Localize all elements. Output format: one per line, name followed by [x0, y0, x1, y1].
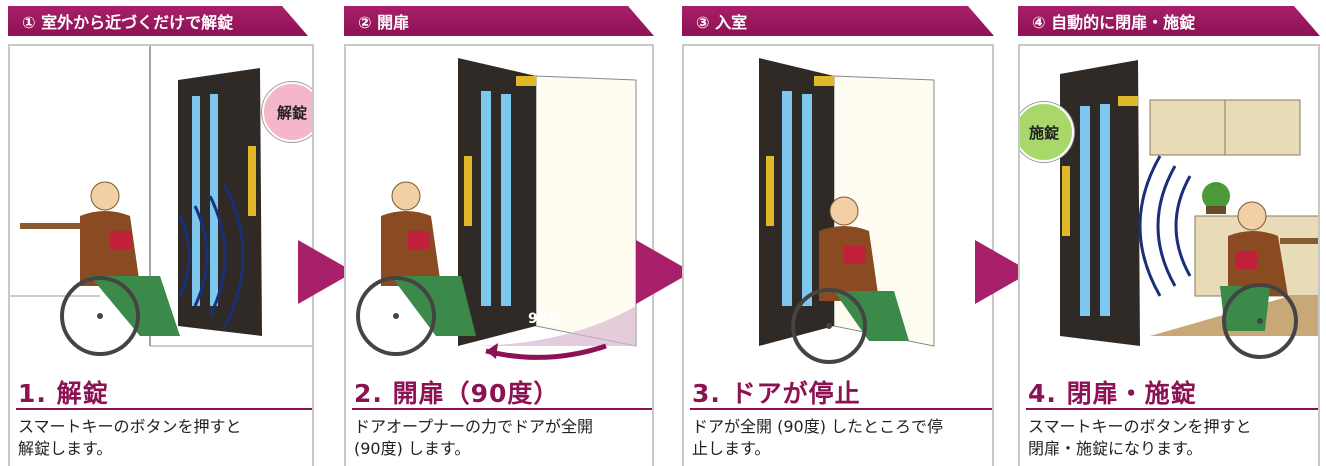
front-door [759, 58, 834, 346]
door-swing-arrow-icon [485, 343, 607, 360]
wheelchair-user [356, 181, 476, 356]
step-1-divider [16, 408, 312, 410]
front-door [458, 58, 536, 346]
wheelchair-user [1220, 201, 1318, 359]
wheelchair-user [791, 196, 909, 364]
step-4-desc-line-2: 閉扉・施錠になります。 [1028, 439, 1203, 458]
step-2-illustration [356, 58, 637, 360]
bonsai-icon [1202, 182, 1230, 214]
step-3-banner: ③ 入室 [682, 6, 994, 36]
step-1-banner: ① 室外から近づくだけで解錠 [8, 6, 308, 36]
step-2-banner-text: ② 開扉 [358, 13, 410, 32]
step-3-description: ドアが全開 (90度) したところで停 止します。 [692, 416, 982, 460]
door-swing-arc [466, 306, 636, 346]
door-angle-label: 90度 [528, 311, 562, 327]
step-2-desc-line-1: ドアオープナーの力でドアが全開 [354, 417, 594, 436]
step-3-divider [690, 408, 992, 410]
step-4-title: 4. 閉扉・施錠 [1028, 379, 1197, 408]
step-1-desc-line-1: スマートキーのボタンを押すと [18, 417, 242, 436]
step-3-panel: 3. ドアが停止 ドアが全開 (90度) したところで停 止します。 [682, 44, 994, 466]
step-4-banner-text: ④ 自動的に閉扉・施錠 [1032, 13, 1196, 32]
step-3-illustration [759, 58, 935, 364]
lock-bubble: 施錠 [1020, 102, 1074, 162]
signal-waves-icon [1138, 155, 1192, 297]
step-3-desc-line-1: ドアが全開 (90度) したところで停 [692, 417, 944, 436]
step-3-desc-line-2: 止します。 [692, 439, 771, 458]
front-door [178, 68, 262, 336]
unlock-bubble-text: 解錠 [276, 103, 307, 122]
step-4-desc-line-1: スマートキーのボタンを押すと [1028, 417, 1252, 436]
step-4-panel: 施錠 4. 閉扉・施錠 スマートキーのボタンを押すと 閉扉・施錠になります。 [1018, 44, 1320, 466]
front-door [1060, 60, 1140, 346]
step-3-title: 3. ドアが停止 [692, 379, 861, 408]
step-4-description: スマートキーのボタンを押すと 閉扉・施錠になります。 [1028, 416, 1318, 460]
signal-waves-icon [178, 185, 245, 327]
step-2-desc-line-2: (90度) します。 [354, 439, 471, 458]
step-1-title: 1. 解錠 [18, 379, 109, 408]
lock-bubble-text: 施錠 [1028, 123, 1059, 142]
step-1-panel: 解錠 1. 解錠 スマートキーのボタンを押すと 解錠します。 [8, 44, 314, 466]
step-2-divider [352, 408, 652, 410]
step-4-illustration [1060, 60, 1318, 359]
step-2-panel: 90度 2. 開扉（90度） ドアオープナーの力でドアが全開 (90度) します… [344, 44, 654, 466]
step-4-divider [1026, 408, 1318, 410]
step-2-banner: ② 開扉 [344, 6, 654, 36]
step-4-banner: ④ 自動的に閉扉・施錠 [1018, 6, 1320, 36]
step-1-illustration [10, 46, 312, 356]
step-2-description: ドアオープナーの力でドアが全開 (90度) します。 [354, 416, 644, 460]
wheelchair-user [20, 181, 180, 356]
step-1-description: スマートキーのボタンを押すと 解錠します。 [18, 416, 308, 460]
unlock-bubble: 解錠 [262, 82, 312, 142]
step-3-banner-text: ③ 入室 [696, 13, 748, 32]
step-2-title: 2. 開扉（90度） [354, 379, 560, 408]
step-1-desc-line-2: 解錠します。 [18, 439, 113, 458]
step-1-banner-text: ① 室外から近づくだけで解錠 [22, 13, 234, 32]
